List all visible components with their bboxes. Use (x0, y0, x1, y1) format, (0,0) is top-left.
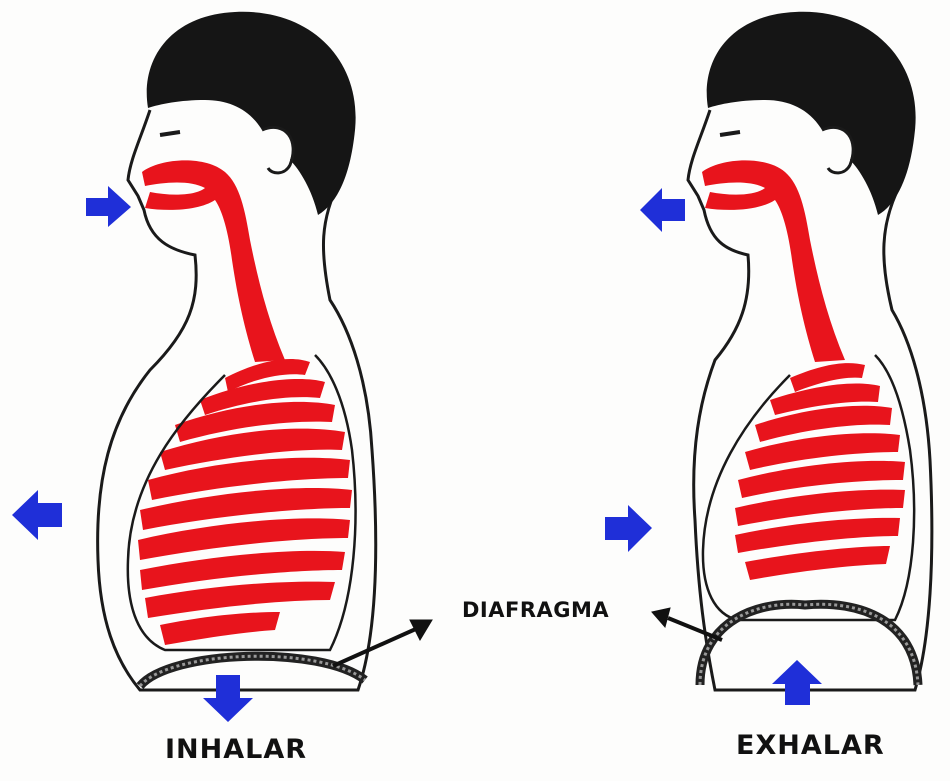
exhale-lungs (735, 363, 905, 580)
inhale-eye (160, 132, 180, 135)
exhale-figure (605, 12, 932, 705)
exhale-eye (720, 132, 740, 135)
inhale-diaphragm-down-arrow (203, 675, 253, 722)
inhale-diaphragm (140, 656, 365, 686)
inhale-pointer-line (333, 628, 418, 666)
exhale-ear (822, 127, 853, 173)
exhale-pointer-line (668, 618, 722, 640)
inhale-airway (142, 160, 285, 362)
inhale-label: INHALAR (165, 734, 307, 765)
exhale-diaphragm-up-arrow (772, 660, 822, 705)
exhale-airway (702, 160, 845, 362)
exhale-label: EXHALAR (736, 730, 885, 761)
exhale-chest-in-arrow (605, 505, 652, 552)
exhale-air-out-arrow (640, 188, 685, 232)
inhale-figure (12, 12, 376, 722)
exhale-pointer-head (652, 608, 670, 627)
inhale-chest-out-arrow (12, 490, 62, 540)
inhale-ear (262, 127, 293, 173)
inhale-air-in-arrow (86, 186, 131, 227)
diaphragm-label: DIAFRAGMA (462, 598, 609, 622)
inhale-hair (147, 12, 356, 215)
inhale-lungs (138, 359, 352, 645)
exhale-hair (707, 12, 916, 215)
